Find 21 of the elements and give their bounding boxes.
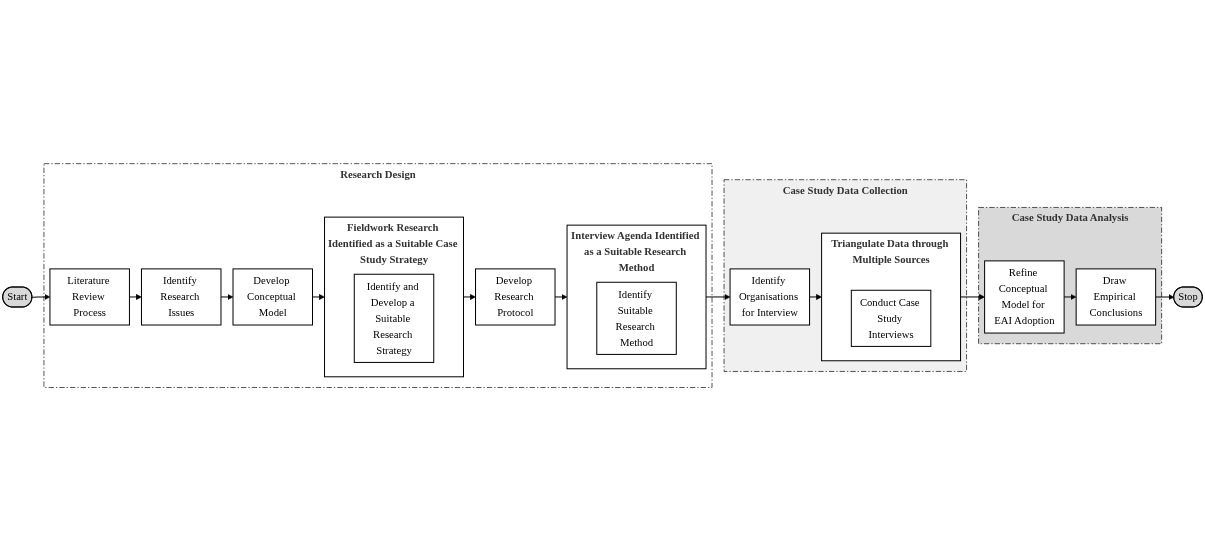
arrow — [960, 294, 985, 301]
arrow — [1155, 294, 1175, 301]
node-box: Refine Conceptual Model for EAI Adoption — [984, 260, 1065, 334]
arrow — [312, 294, 325, 301]
arrow — [554, 294, 568, 301]
node-box: Identify Organisations for Interview — [729, 268, 811, 326]
arrow — [463, 294, 476, 301]
arrow — [809, 294, 822, 301]
arrow — [128, 294, 142, 301]
arrow — [220, 294, 234, 301]
node-box: Develop Research Protocol — [475, 268, 556, 326]
node-box: Conduct Case Study Interviews — [850, 290, 932, 348]
node-box: Identify Suitable Research Method — [596, 282, 677, 356]
arrow — [1063, 294, 1077, 301]
arrow — [31, 294, 51, 301]
node-box: Draw Empirical Conclusions — [1075, 268, 1157, 326]
node-box: Develop Conceptual Model — [232, 268, 313, 326]
arrow — [705, 294, 731, 301]
node-box: Identify Research Issues — [140, 268, 222, 326]
node-box: Literature Review Process — [49, 268, 130, 326]
node-box: Identify and Develop a Suitable Research Strategy — [353, 274, 435, 364]
